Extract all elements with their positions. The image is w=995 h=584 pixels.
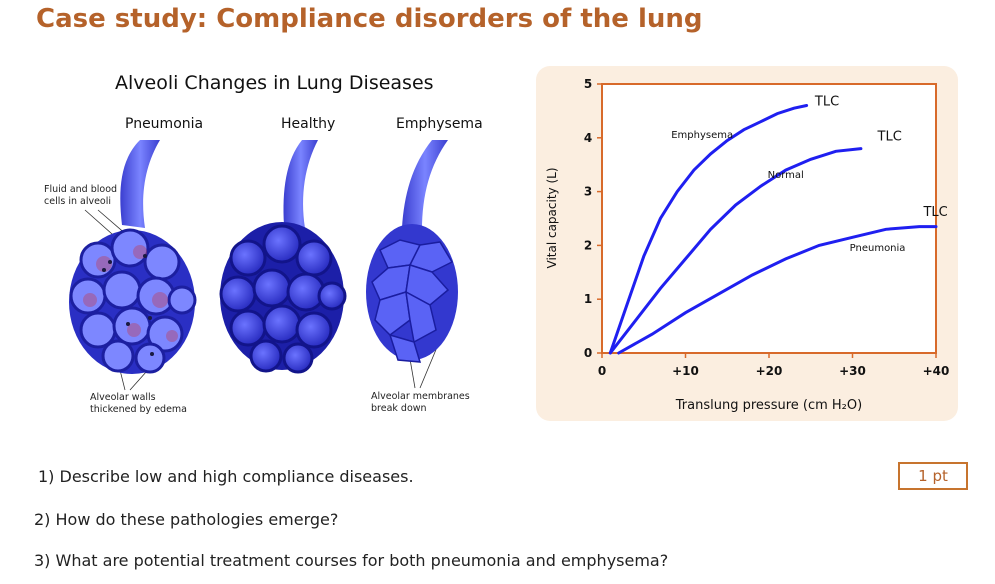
x-tick-label: 0 [598, 364, 606, 378]
question-3: 3) What are potential treatment courses … [34, 551, 669, 570]
x-tick-label: +20 [756, 364, 783, 378]
y-tick-label: 0 [584, 346, 592, 360]
label-emphysema: Emphysema [396, 116, 483, 132]
annotation-fluid: Fluid and blood cells in alveoli [44, 184, 118, 207]
tlc-label: TLC [814, 95, 839, 110]
tlc-label: TLC [877, 129, 902, 144]
tlc-label: TLC [922, 205, 947, 220]
plot-area [601, 83, 937, 354]
x-tick-label: +30 [839, 364, 866, 378]
series-line-pneumonia [617, 225, 938, 355]
x-tick-label: +10 [672, 364, 699, 378]
label-healthy: Healthy [281, 116, 336, 132]
y-tick-label: 2 [584, 238, 592, 252]
alveoli-illustration [69, 140, 458, 391]
annotation-membranes: Alveolar membranes break down [371, 391, 470, 414]
question-2: 2) How do these pathologies emerge? [34, 510, 339, 529]
annotation-walls: Alveolar walls thickened by edema [90, 392, 187, 415]
series-label-emphysema: Emphysema [671, 130, 733, 141]
pneumonia-alveoli [69, 140, 197, 374]
alveoli-figure-title: Alveoli Changes in Lung Diseases [115, 72, 434, 94]
x-axis-label: Translung pressure (cm H₂O) [675, 398, 862, 413]
slide-title: Case study: Compliance disorders of the … [36, 4, 703, 34]
y-tick-label: 3 [584, 185, 592, 199]
series-line-normal [608, 147, 863, 355]
series-label-normal: Normal [768, 170, 804, 181]
series-label-pneumonia: Pneumonia [850, 243, 906, 254]
x-tick-label: +40 [923, 364, 950, 378]
y-tick-label: 5 [584, 77, 592, 91]
points-badge: 1 pt [898, 462, 968, 490]
y-tick-label: 1 [584, 292, 592, 306]
series-line-emphysema [608, 104, 809, 355]
y-axis-label: Vital capacity (L) [545, 167, 559, 268]
question-1: 1) Describe low and high compliance dise… [38, 467, 414, 486]
healthy-alveoli [219, 140, 347, 374]
emphysema-alveoli [366, 140, 458, 363]
y-tick-label: 4 [584, 131, 592, 145]
label-pneumonia: Pneumonia [125, 116, 204, 132]
